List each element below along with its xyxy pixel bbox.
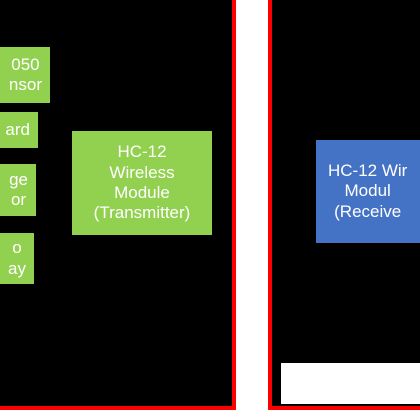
receiver-module-label: HC-12 Wir Modul (Receive [328,160,408,221]
hc12-receiver-module: HC-12 Wir Modul (Receive [316,140,420,243]
hc12-transmitter-module: HC-12 Wireless Module (Transmitter) [72,131,212,235]
sensor-block: 050 nsor [0,47,50,103]
transmitter-module-label: HC-12 Wireless Module (Transmitter) [93,142,191,223]
sensor-label: 050 nsor [8,54,42,94]
voltage-sensor-block: ge or [0,164,36,216]
receiver-output-block [281,363,420,404]
keyboard-block: ard [0,112,38,148]
display-block: o ay [0,233,34,284]
display-label: o ay [8,238,26,278]
keyboard-label: ard [5,119,30,139]
voltage-sensor-label: ge or [9,169,28,209]
